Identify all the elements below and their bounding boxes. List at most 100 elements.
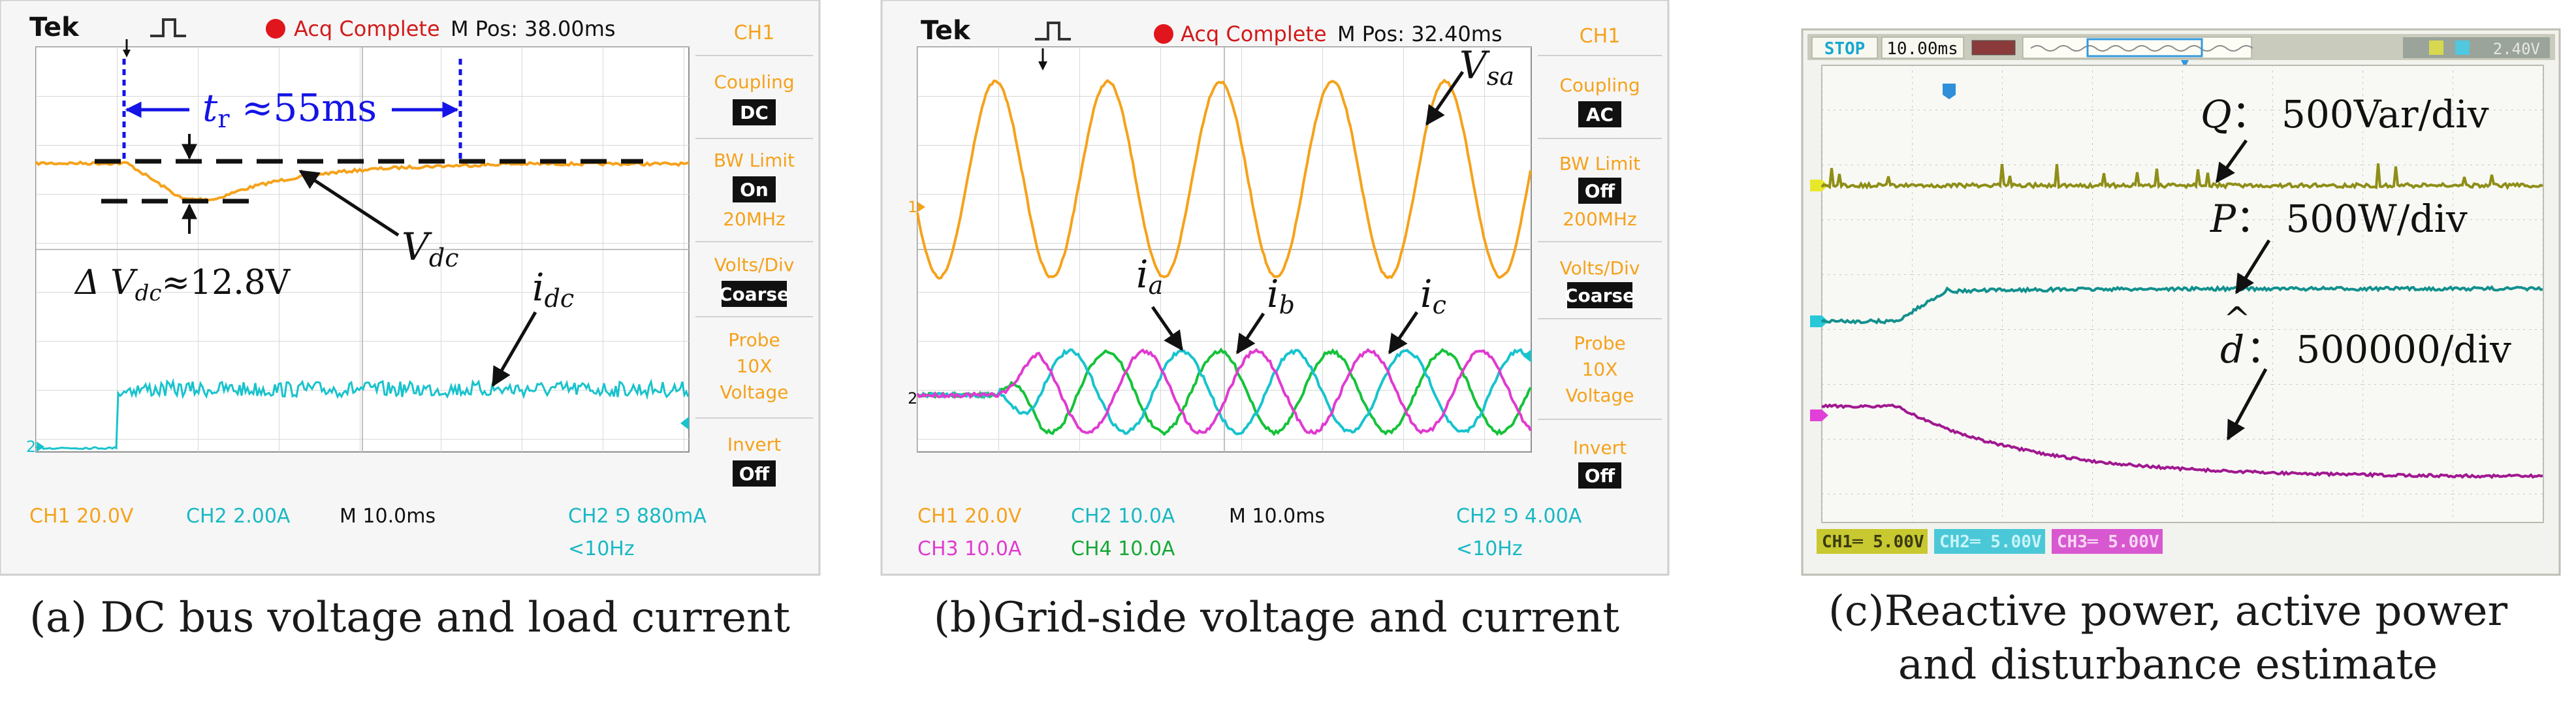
footer-trigger-b: CH2 ⅁ 4.00A — [1456, 505, 1582, 528]
menu-bw-label-b: BW Limit — [1559, 153, 1640, 174]
footer-trigger-freq-a: <10Hz — [568, 538, 635, 560]
ch2-level-arrow-a — [680, 417, 689, 430]
trace-ia-b — [917, 347, 1532, 437]
record-dot-icon-b — [1154, 24, 1173, 44]
caption-c-line2: and disturbance estimate — [1898, 641, 2438, 689]
ch2-marker-c — [1810, 315, 1828, 327]
menu-bw-value-b: Off — [1585, 180, 1615, 202]
svg-text:tr ≈55ms: tr ≈55ms — [202, 86, 377, 133]
footer-ch1-b: CH1 20.0V — [917, 505, 1022, 528]
footer-ch2-c: CH2═ 5.00V — [1939, 532, 2042, 552]
footer-ch2-b: CH2 10.0A — [1071, 505, 1175, 528]
footer-c: CH1═ 5.00V CH2═ 5.00V CH3═ 5.00V — [1817, 529, 2163, 554]
footer-ch1-a: CH1 20.0V — [29, 505, 134, 528]
status-label-a: Acq Complete — [294, 16, 440, 41]
trigger-pulse-icon-a — [150, 18, 186, 37]
footer-b: CH1 20.0V CH2 10.0A CH3 10.0A CH4 10.0A … — [917, 505, 1582, 560]
trace-p-c — [1821, 285, 2543, 325]
p-arrow-c — [2234, 239, 2271, 295]
menu-invert-value-a: Off — [739, 463, 770, 485]
svg-text:ib: ib — [1267, 272, 1295, 319]
ch2-marker-a: 2 — [26, 438, 36, 456]
svg-text:： 500000/div: ： 500000/div — [2246, 327, 2511, 372]
svg-text:P： 500W/div: P： 500W/div — [2210, 197, 2468, 241]
footer-a: CH1 20.0V CH2 2.00A M 10.0ms CH2 ⅁ 880mA… — [29, 505, 707, 560]
footer-timebase-b: M 10.0ms — [1229, 505, 1325, 528]
trigger-pos-icon-a — [123, 50, 131, 57]
scope-panel-b: Tek Acq Complete M Pos: 32.40ms CH1 Coup… — [880, 0, 1670, 576]
menu-probe-label-a: Probe — [728, 329, 780, 351]
brand-label-b: Tek — [921, 16, 971, 46]
menu-probe-value2-b: Voltage — [1565, 385, 1634, 406]
menu-bw-freq-a: 20MHz — [723, 208, 786, 230]
vsa-arrow-b — [1425, 71, 1465, 126]
ch3-marker-c — [1810, 409, 1828, 421]
trace-q-c — [1821, 163, 2543, 191]
svg-text:^: ^ — [2223, 300, 2251, 338]
menu-coupling-label-a: Coupling — [714, 71, 794, 93]
ch1-marker-c — [1810, 180, 1828, 191]
caption-b: (b)Grid-side voltage and current — [933, 594, 1620, 642]
menu-coupling-value-b: AC — [1586, 104, 1614, 125]
record-preview-icon — [2030, 45, 2253, 52]
menu-invert-value-b: Off — [1585, 465, 1615, 487]
svg-text:idc: idc — [532, 265, 574, 313]
menu-volts-value-a: Coarse — [719, 283, 789, 305]
menu-probe-value1-b: 10X — [1582, 359, 1618, 380]
menu-coupling-label-b: Coupling — [1559, 74, 1640, 96]
svg-text:ia: ia — [1136, 252, 1163, 300]
d-arrow-c — [2226, 368, 2268, 441]
stop-label-c: STOP — [1824, 39, 1866, 59]
annotations-a: tr ≈55ms Δ Vdc≈12.8V Vdc idc — [74, 59, 643, 387]
trigger-pos-icon-b — [1038, 61, 1047, 71]
svg-text:ic: ic — [1420, 272, 1446, 319]
svg-text:Vdc: Vdc — [402, 225, 459, 272]
footer-ch1-c: CH1═ 5.00V — [1822, 532, 1924, 552]
memory-icon — [1971, 40, 2016, 56]
ch1-marker-b: 1 — [908, 198, 917, 216]
trace-d-c — [1821, 403, 2543, 479]
brand-label-a: Tek — [29, 12, 80, 42]
svg-text:Δ Vdc≈12.8V: Δ Vdc≈12.8V — [74, 263, 291, 306]
annotations-c: Q： 500Var/div P： 500W/div ^ d ： 500000/d… — [2201, 92, 2511, 441]
menu-probe-label-b: Probe — [1574, 332, 1625, 354]
menu-volts-label-a: Volts/Div — [714, 254, 795, 276]
footer-ch2-a: CH2 2.00A — [186, 505, 291, 528]
menu-channel-b: CH1 — [1580, 25, 1621, 48]
footer-ch3-c: CH3═ 5.00V — [2057, 532, 2159, 552]
menu-a: CH1 Coupling DC BW Limit On 20MHz Volts/… — [695, 22, 813, 487]
trace-ib-b — [916, 347, 1532, 436]
svg-text:d: d — [2220, 327, 2244, 372]
menu-invert-label-a: Invert — [727, 434, 781, 455]
menu-channel-a: CH1 — [734, 22, 775, 44]
ib-arrow-b — [1235, 312, 1265, 355]
vdc-arrow-a — [298, 169, 400, 237]
mpos-label-b: M Pos: 32.40ms — [1337, 22, 1503, 46]
ch1-marker-arrow-b — [917, 202, 925, 212]
status-label-b: Acq Complete — [1181, 22, 1327, 46]
menu-probe-value1-a: 10X — [737, 355, 772, 377]
menu-coupling-value-a: DC — [740, 102, 769, 123]
trace-idc-a — [35, 377, 690, 451]
trigger-level-c: 2.40V — [2493, 40, 2540, 58]
trace-vdc-a — [35, 160, 690, 202]
menu-volts-label-b: Volts/Div — [1560, 257, 1640, 279]
timebase-label-c: 10.00ms — [1886, 39, 1958, 59]
svg-text:Vsa: Vsa — [1459, 43, 1514, 91]
q-arrow-c — [2215, 139, 2248, 184]
menu-bw-label-a: BW Limit — [714, 150, 795, 171]
trace-ic-b — [916, 347, 1532, 435]
trigger-marker-icon-c — [2181, 60, 2189, 68]
idc-arrow-a — [491, 311, 537, 387]
ia-arrow-b — [1151, 306, 1184, 351]
footer-ch4-b: CH4 10.0A — [1071, 538, 1175, 560]
menu-bw-freq-b: 200MHz — [1563, 208, 1636, 230]
svg-text:Q： 500Var/div: Q： 500Var/div — [2201, 92, 2489, 136]
footer-timebase-a: M 10.0ms — [340, 505, 436, 528]
footer-trigger-freq-b: <10Hz — [1456, 538, 1523, 560]
footer-ch3-b: CH3 10.0A — [917, 538, 1022, 560]
caption-c-line1: (c)Reactive power, active power — [1828, 587, 2508, 635]
menu-invert-label-b: Invert — [1573, 437, 1627, 458]
ch2-marker-b: 2 — [908, 389, 917, 408]
